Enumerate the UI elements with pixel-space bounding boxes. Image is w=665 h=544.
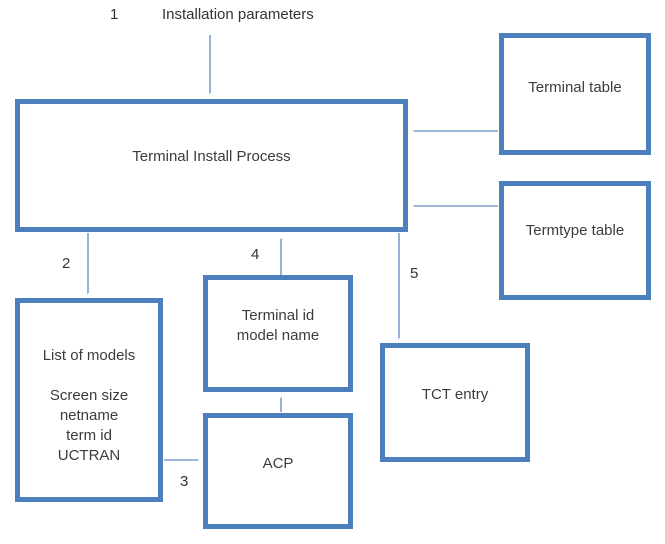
list-of-models-box: List of models Screen size netname term … xyxy=(15,298,163,502)
terminal-table-label: Terminal table xyxy=(528,79,622,96)
terminal-install-process-box: Terminal Install Process xyxy=(15,99,408,232)
list-of-models-item: UCTRAN xyxy=(57,447,121,464)
list-of-models-title: List of models xyxy=(42,347,136,364)
tct-entry-box: TCT entry xyxy=(380,343,530,462)
model-name-line: model name xyxy=(236,327,320,344)
list-of-models-item: netname xyxy=(59,407,119,424)
termtype-table-box: Termtype table xyxy=(499,181,651,300)
step-4-number: 4 xyxy=(251,246,260,263)
terminal-table-box: Terminal table xyxy=(499,33,651,155)
terminal-id-model-name-box: Terminal id model name xyxy=(203,275,353,392)
terminal-id-line: Terminal id xyxy=(241,307,315,324)
list-of-models-item: term id xyxy=(66,427,112,444)
acp-box: ACP xyxy=(203,413,353,529)
list-of-models-item: Screen size xyxy=(49,387,129,404)
step-5-number: 5 xyxy=(410,265,419,282)
tct-entry-label: TCT entry xyxy=(421,385,489,403)
step-1-label: Installation parameters xyxy=(162,6,314,23)
acp-label: ACP xyxy=(262,455,294,472)
step-1-number: 1 xyxy=(110,6,119,23)
step-2-number: 2 xyxy=(62,255,71,272)
step-3-number: 3 xyxy=(180,473,189,490)
termtype-table-label: Termtype table xyxy=(525,221,625,239)
terminal-install-process-label: Terminal Install Process xyxy=(132,147,291,165)
